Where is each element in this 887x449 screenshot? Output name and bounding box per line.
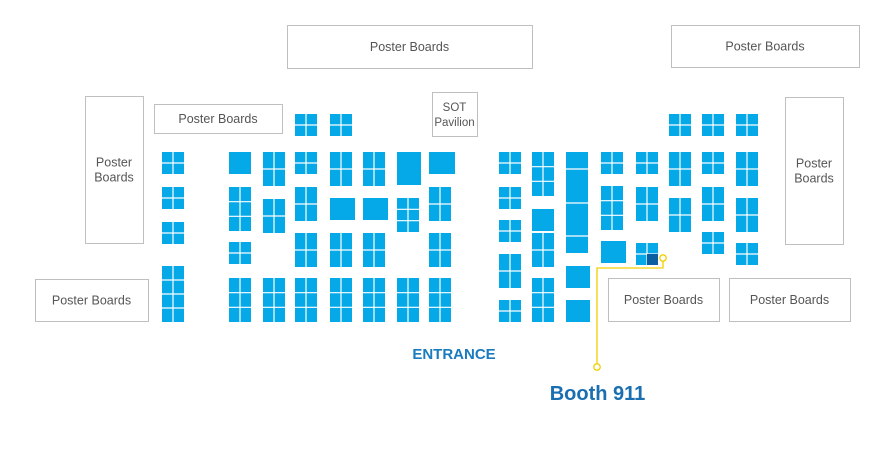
- poster-boards-area: [785, 97, 844, 245]
- booths-layer: [162, 114, 758, 322]
- highlighted-booth-label[interactable]: Booth 911: [549, 383, 646, 405]
- poster-boards-area: [608, 278, 720, 322]
- poster-boards-label: Poster Boards: [725, 40, 804, 54]
- poster-boards-label: Poster: [796, 157, 832, 171]
- booth[interactable]: [429, 152, 455, 174]
- poster-boards-label: Pavilion: [434, 117, 474, 129]
- poster-boards-label: Boards: [94, 171, 134, 185]
- booth[interactable]: [601, 241, 626, 263]
- sot-pavilion: [432, 92, 478, 137]
- booth[interactable]: [330, 198, 355, 220]
- booth[interactable]: [566, 266, 590, 288]
- booth[interactable]: [566, 300, 590, 322]
- booth[interactable]: [229, 152, 251, 174]
- poster-boards-label: Poster Boards: [750, 293, 829, 307]
- entrance-label: ENTRANCE: [412, 346, 496, 363]
- booth[interactable]: [397, 152, 421, 185]
- poster-boards-label: Poster Boards: [370, 40, 449, 54]
- poster-boards-label: Poster: [96, 156, 132, 170]
- poster-boards-label: Poster Boards: [624, 293, 703, 307]
- callout-start-dot: [659, 254, 667, 262]
- poster-boards-area: [35, 279, 149, 322]
- poster-boards-area: [154, 104, 283, 134]
- poster-boards-label: Poster Boards: [178, 112, 257, 126]
- callout-end-dot: [593, 363, 601, 371]
- booth-911-callout: [593, 254, 667, 371]
- booth[interactable]: [532, 209, 554, 231]
- poster-boards-label: Poster Boards: [52, 294, 131, 308]
- poster-boards-area: [85, 96, 144, 244]
- callout-line: [596, 258, 664, 367]
- poster-boards-label: Boards: [794, 172, 834, 186]
- poster-boards-area: [671, 25, 860, 68]
- poster-boards-area: [729, 278, 851, 322]
- booth[interactable]: [363, 198, 388, 220]
- poster-boards-label: SOT: [443, 102, 467, 114]
- poster-boards-area: [287, 25, 533, 69]
- booth-911[interactable]: [647, 254, 658, 265]
